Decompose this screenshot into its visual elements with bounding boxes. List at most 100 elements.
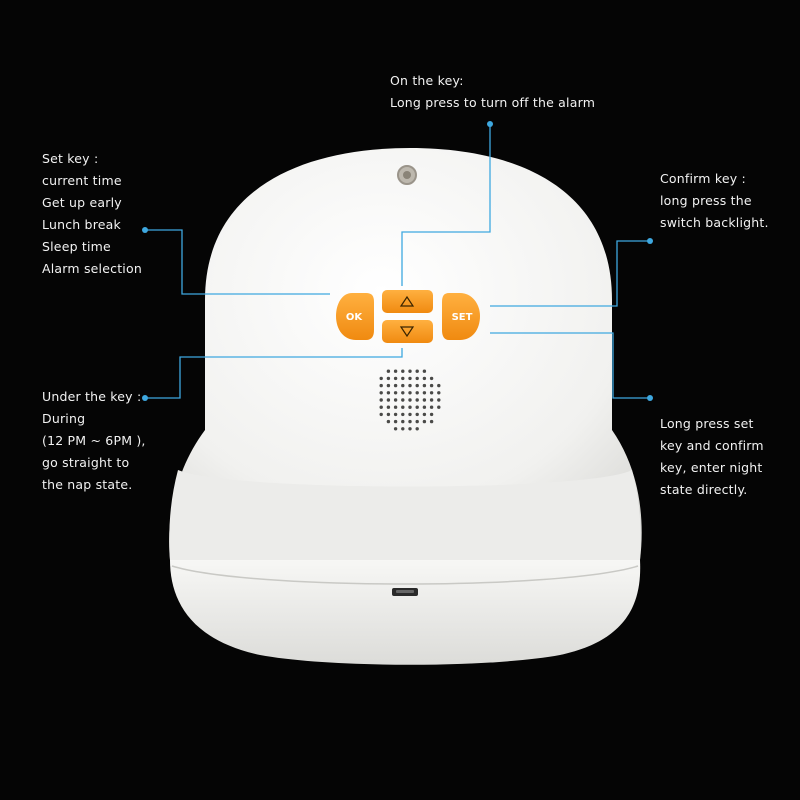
speaker-hole — [401, 376, 405, 381]
leader-line-night-state — [490, 332, 650, 399]
speaker-hole — [415, 376, 419, 381]
speaker-hole — [408, 391, 412, 395]
leader-line-under-key — [145, 348, 403, 399]
speaker-hole — [386, 383, 391, 388]
speaker-hole — [393, 398, 398, 402]
speaker-hole — [415, 419, 419, 424]
down-arrow-icon — [399, 326, 415, 338]
on-key-desc: Long press to turn off the alarm — [390, 95, 596, 110]
under-key-title: Under the key : — [42, 389, 142, 404]
speaker-hole — [401, 412, 405, 417]
set-button-label: SET — [452, 312, 473, 323]
speaker-hole — [401, 427, 405, 431]
speaker-hole — [429, 405, 434, 409]
speaker-hole — [429, 412, 434, 417]
leader-dot-top-key — [487, 121, 493, 127]
speaker-hole — [401, 419, 405, 424]
device-base — [170, 560, 641, 665]
speaker-hole — [408, 405, 412, 409]
speaker-hole — [386, 376, 391, 381]
under-key-desc: go straight to — [42, 455, 130, 470]
speaker-hole — [393, 376, 398, 381]
down-button[interactable] — [382, 320, 433, 343]
speaker-hole — [379, 376, 383, 381]
set-key-item: Get up early — [42, 195, 122, 210]
under-key-label: Under the key : During (12 PM ~ 6PM ), g… — [42, 386, 146, 496]
speaker-hole — [429, 391, 434, 395]
night-state-label: Long press set key and confirm key, ente… — [660, 413, 764, 501]
speaker-hole — [393, 369, 398, 373]
speaker-hole — [401, 383, 405, 388]
speaker-hole — [437, 398, 441, 402]
speaker-hole — [422, 405, 427, 409]
leader-line-set-key — [145, 229, 330, 295]
speaker-hole — [429, 376, 434, 381]
confirm-key-desc: switch backlight. — [660, 215, 769, 230]
set-key-item: current time — [42, 173, 122, 188]
under-key-desc: the nap state. — [42, 477, 133, 492]
alarm-clock-device — [169, 148, 642, 665]
speaker-hole — [386, 405, 391, 409]
speaker-hole — [415, 383, 419, 388]
speaker-hole — [401, 391, 405, 395]
ok-button[interactable]: OK — [336, 293, 374, 340]
speaker-hole — [386, 369, 391, 373]
on-key-title: On the key: — [390, 73, 464, 88]
under-key-desc: (12 PM ~ 6PM ), — [42, 433, 146, 448]
speaker-hole — [429, 419, 434, 424]
speaker-hole — [422, 369, 427, 373]
speaker-hole — [408, 383, 412, 388]
speaker-hole — [422, 419, 427, 424]
night-state-desc: state directly. — [660, 482, 748, 497]
speaker-hole — [401, 405, 405, 409]
speaker-hole — [429, 398, 434, 402]
leader-dot-under-key — [142, 395, 148, 401]
speaker-hole — [422, 398, 427, 402]
speaker-hole — [386, 391, 391, 395]
leader-dot-confirm-key — [647, 238, 653, 244]
on-key-label: On the key: Long press to turn off the a… — [390, 70, 595, 114]
speaker-hole — [437, 391, 441, 395]
speaker-hole — [408, 398, 412, 402]
under-key-desc: During — [42, 411, 86, 426]
device-shoulder — [169, 470, 641, 560]
confirm-key-title: Confirm key : — [660, 171, 746, 186]
confirm-key-desc: long press the — [660, 193, 752, 208]
set-key-item: Alarm selection — [42, 261, 142, 276]
speaker-hole — [415, 412, 419, 417]
speaker-hole — [393, 427, 398, 431]
speaker-hole — [393, 391, 398, 395]
base-seam — [171, 565, 639, 585]
speaker-hole — [393, 419, 398, 424]
leader-dot-set-key — [142, 227, 148, 233]
set-button[interactable]: SET — [442, 293, 480, 340]
speaker-grille — [379, 369, 441, 431]
set-key-item: Sleep time — [42, 239, 111, 254]
set-key-item: Lunch break — [42, 217, 121, 232]
speaker-hole — [415, 427, 419, 431]
speaker-hole — [415, 405, 419, 409]
up-button[interactable] — [382, 290, 433, 313]
speaker-hole — [415, 398, 419, 402]
speaker-hole — [393, 383, 398, 388]
set-key-label: Set key : current time Get up early Lunc… — [42, 148, 142, 280]
speaker-hole — [386, 419, 391, 424]
speaker-hole — [401, 398, 405, 402]
speaker-hole — [393, 412, 398, 417]
speaker-hole — [379, 391, 383, 395]
speaker-hole — [386, 398, 391, 402]
leader-line-top-key — [401, 124, 491, 286]
speaker-hole — [379, 398, 383, 402]
up-arrow-icon — [399, 295, 415, 307]
speaker-hole — [408, 376, 412, 381]
speaker-hole — [393, 405, 398, 409]
speaker-hole — [408, 419, 412, 424]
speaker-hole — [408, 412, 412, 417]
speaker-hole — [437, 383, 441, 388]
speaker-hole — [379, 412, 383, 417]
speaker-hole — [415, 369, 419, 373]
night-state-desc: Long press set — [660, 416, 754, 431]
night-state-desc: key and confirm — [660, 438, 764, 453]
speaker-hole — [422, 383, 427, 388]
